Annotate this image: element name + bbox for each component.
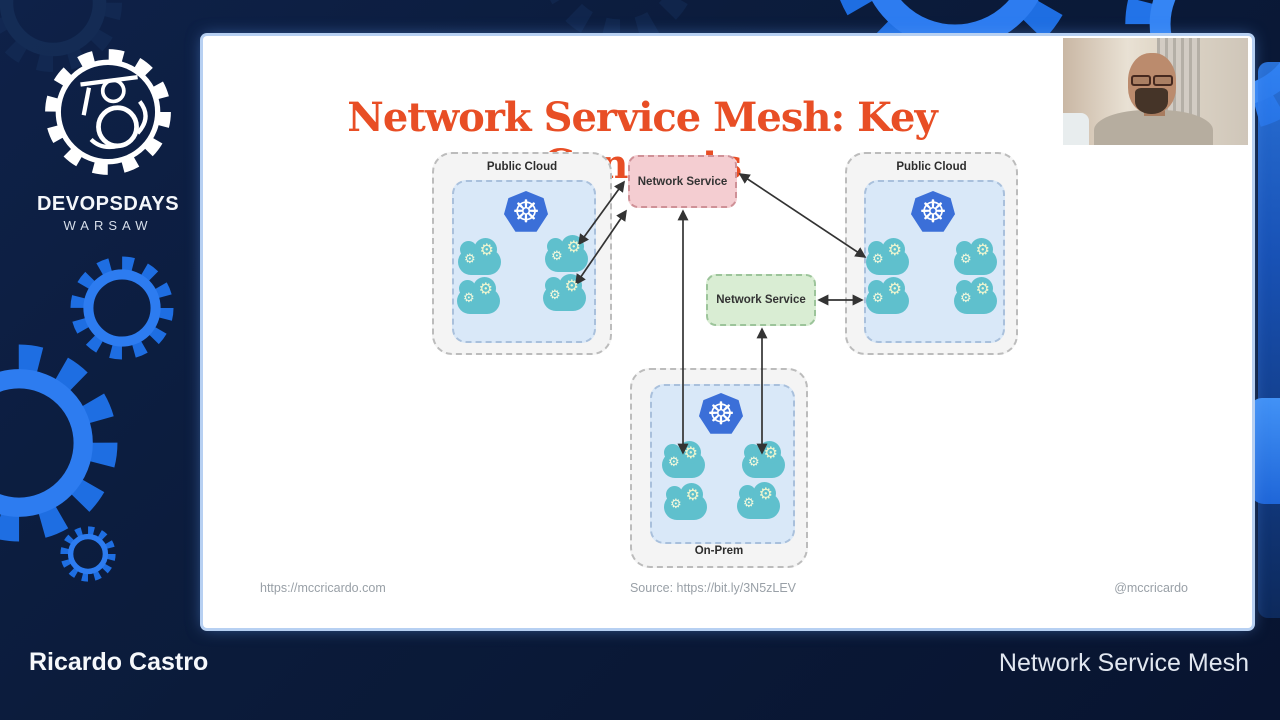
devopsdays-logo: DEVOPSDAYS WARSAW — [34, 38, 182, 233]
cluster-label: On-Prem — [694, 545, 744, 557]
workload-cloud-icon: ⚙⚙ — [458, 238, 501, 275]
cluster-label: Public Cloud — [896, 161, 967, 173]
workload-cloud-icon: ⚙⚙ — [954, 238, 997, 275]
helm-glyph: ☸ — [707, 395, 735, 432]
connection-arrows — [575, 173, 867, 455]
cluster-public-cloud-right: Public Cloud ☸ ⚙⚙ ⚙⚙ ⚙⚙ ⚙⚙ — [845, 152, 1018, 355]
gear-glyph: ⚙ — [743, 496, 755, 511]
kubernetes-logo-icon: ☸ — [504, 191, 548, 232]
speaker-name: Ricardo Castro — [29, 648, 209, 676]
gear-glyph: ⚙ — [763, 443, 778, 462]
gear-glyph: ⚙ — [975, 240, 990, 259]
gear-edge-decoration — [1258, 62, 1280, 618]
personal-site-url: https://mccricardo.com — [260, 581, 386, 595]
gear-glyph: ⚙ — [758, 484, 773, 503]
speaker-beard — [1135, 88, 1169, 114]
gear-glyph: ⚙ — [670, 497, 682, 512]
network-service-box-top: Network Service — [628, 155, 737, 208]
talk-title: Network Service Mesh — [998, 649, 1249, 677]
gear-glyph: ⚙ — [975, 279, 990, 298]
workload-cloud-icon: ⚙⚙ — [662, 441, 705, 478]
service-label: Network Service — [637, 175, 728, 188]
gear-glyph: ⚙ — [464, 252, 476, 267]
workload-cloud-icon: ⚙⚙ — [664, 483, 707, 520]
gear-glyph: ⚙ — [872, 291, 884, 306]
logo-title: DEVOPSDAYS — [36, 193, 180, 215]
gear-glyph: ⚙ — [683, 443, 698, 462]
gear-glyph: ⚙ — [551, 249, 563, 264]
gear-icon — [60, 526, 116, 582]
cluster-label: Public Cloud — [486, 161, 558, 173]
gear-icon — [0, 344, 118, 542]
helm-glyph: ☸ — [919, 193, 947, 230]
logo-subtitle: WARSAW — [63, 218, 153, 233]
gear-glyph: ⚙ — [748, 455, 760, 470]
kubernetes-logo-icon: ☸ — [911, 191, 955, 232]
presentation-slide: Network Service Mesh: Key Concepts Publi… — [203, 36, 1252, 628]
gear-glyph: ⚙ — [478, 279, 493, 298]
speaker-glasses — [1130, 75, 1174, 87]
glasses-lens — [1152, 75, 1173, 87]
network-service-box-middle: Network Service — [706, 274, 816, 326]
service-label: Network Service — [716, 294, 806, 306]
workload-cloud-icon: ⚙⚙ — [866, 238, 909, 275]
speaker-webcam — [1063, 38, 1248, 145]
gear-glyph: ⚙ — [479, 240, 494, 259]
gear-glyph: ⚙ — [887, 279, 902, 298]
twitter-handle: @mccricardo — [1114, 581, 1188, 595]
workload-cloud-icon: ⚙⚙ — [737, 482, 780, 519]
kubernetes-logo-icon: ☸ — [699, 393, 743, 434]
gear-glyph: ⚙ — [463, 291, 475, 306]
gear-glyph: ⚙ — [887, 240, 902, 259]
gear-glyph: ⚙ — [549, 288, 561, 303]
gear-icon — [70, 256, 174, 360]
workload-cloud-icon: ⚙⚙ — [457, 277, 500, 314]
workload-cloud-icon: ⚙⚙ — [954, 277, 997, 314]
gear-glyph: ⚙ — [564, 276, 579, 295]
gear-glyph: ⚙ — [872, 252, 884, 267]
source-url: Source: https://bit.ly/3N5zLEV — [629, 581, 797, 595]
gear-glyph: ⚙ — [566, 237, 581, 256]
lower-third-bar: Ricardo Castro Network Service Mesh — [0, 628, 1280, 720]
gear-glyph: ⚙ — [960, 291, 972, 306]
gear-glyph: ⚙ — [960, 252, 972, 267]
gear-glyph: ⚙ — [685, 485, 700, 504]
workload-cloud-icon: ⚙⚙ — [866, 277, 909, 314]
gear-glyph: ⚙ — [668, 455, 680, 470]
devopsdays-gear-mermaid-icon — [45, 49, 171, 175]
window-sill — [1063, 112, 1089, 145]
gear-tooth-decoration — [1250, 398, 1280, 504]
helm-glyph: ☸ — [512, 193, 540, 230]
glasses-lens — [1130, 75, 1151, 87]
